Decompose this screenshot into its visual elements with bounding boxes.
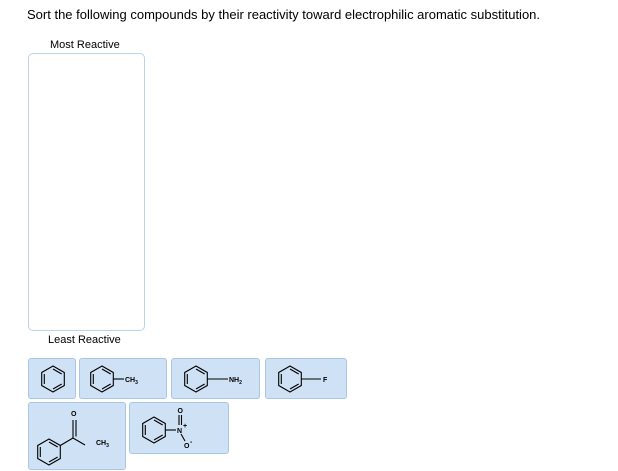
- acetophenone-oxygen-label: O: [71, 411, 77, 418]
- toluene-subscript: 3: [135, 380, 138, 386]
- nitrobenzene-minus-charge: -: [190, 439, 193, 446]
- least-reactive-label: Least Reactive: [48, 334, 121, 346]
- toluene-structure-icon: CH3: [90, 365, 138, 393]
- compound-tile-nitrobenzene[interactable]: N + O O -: [129, 402, 229, 454]
- question-prompt: Sort the following compounds by their re…: [27, 7, 541, 22]
- nitrobenzene-structure-icon: N + O O -: [142, 408, 193, 450]
- compound-tile-aniline[interactable]: NH2: [171, 358, 260, 399]
- svg-text:NH2: NH2: [229, 377, 242, 386]
- most-reactive-label: Most Reactive: [50, 39, 120, 51]
- nitrobenzene-oxygen-bottom-label: O: [184, 443, 190, 450]
- nitrobenzene-nitrogen-label: N: [177, 428, 182, 435]
- compound-tile-fluorobenzene[interactable]: F: [265, 358, 347, 399]
- nitrobenzene-plus-charge: +: [183, 423, 187, 430]
- nitrobenzene-oxygen-top-label: O: [178, 408, 184, 415]
- compound-tile-benzene[interactable]: [28, 358, 76, 399]
- aniline-substituent-label: NH: [229, 377, 239, 384]
- toluene-substituent-label: CH: [125, 377, 135, 384]
- svg-text:CH3: CH3: [96, 440, 109, 449]
- aniline-subscript: 2: [239, 380, 242, 386]
- fluorobenzene-structure-icon: F: [278, 365, 328, 393]
- acetophenone-subscript: 3: [106, 443, 109, 449]
- compound-tile-acetophenone[interactable]: O CH3: [28, 402, 126, 470]
- benzene-structure-icon: [41, 365, 65, 393]
- acetophenone-structure-icon: O CH3: [37, 411, 109, 466]
- ranking-drop-zone[interactable]: [28, 53, 145, 331]
- svg-text:CH3: CH3: [125, 377, 138, 386]
- aniline-structure-icon: NH2: [184, 365, 242, 393]
- fluorobenzene-substituent-label: F: [323, 377, 328, 384]
- acetophenone-substituent-label: CH: [96, 440, 106, 447]
- compound-tile-toluene[interactable]: CH3: [79, 358, 167, 399]
